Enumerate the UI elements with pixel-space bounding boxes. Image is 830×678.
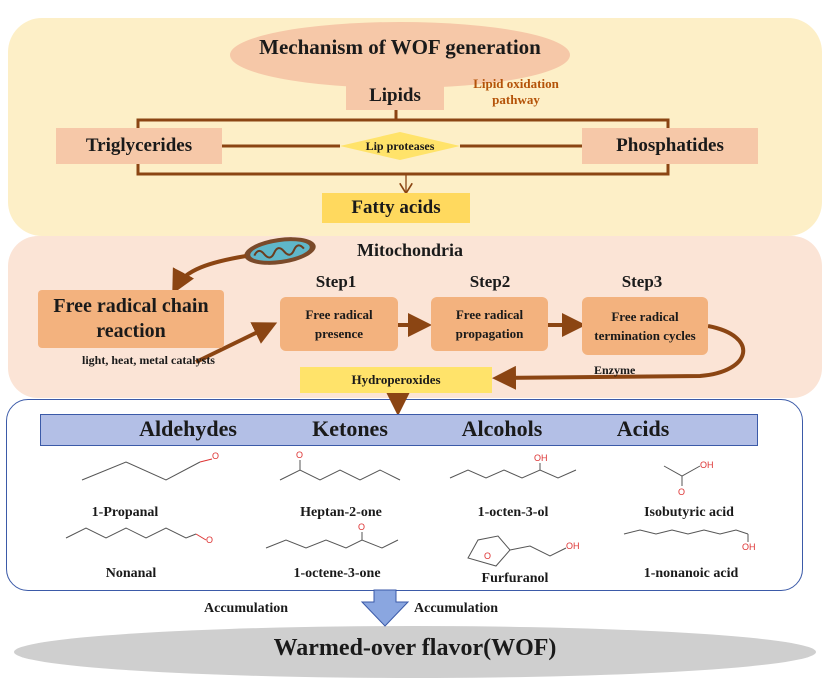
accumulation-label-left: Accumulation — [204, 601, 288, 616]
atom-oh-isobutyric: OH — [700, 460, 714, 470]
structure-1-propanal — [81, 461, 201, 481]
structure-isobutyric-acid — [663, 465, 701, 477]
class-ketones: Ketones — [312, 416, 388, 441]
compound-heptan-2-one: Heptan-2-one — [300, 505, 382, 520]
compound-nonanal: Nonanal — [105, 566, 157, 581]
class-acids: Acids — [616, 416, 670, 441]
atom-oh-furfuranol: OH — [566, 541, 580, 551]
chemical-structures — [65, 458, 749, 567]
mitochondria-label: Mitochondria — [357, 240, 463, 260]
wof-label: Warmed-over flavor(WOF) — [273, 634, 557, 661]
mitochondrion-icon — [244, 237, 316, 265]
compound-isobutyric-acid: Isobutyric acid — [644, 505, 734, 520]
structure-1-octene-3-one — [265, 539, 399, 549]
atom-oh-nonanoic: OH — [742, 542, 756, 552]
class-alcohols: Alcohols — [461, 416, 543, 441]
compound-1-octene-3-one: 1-octene-3-one — [293, 566, 381, 581]
conditions-to-step1-arrow — [195, 322, 278, 364]
fatty-acids-box: Fatty acids — [322, 193, 470, 223]
step2-box: Free radical propagation — [431, 297, 548, 351]
structure-furfuranol — [467, 535, 511, 567]
atom-oh-octenol: OH — [534, 453, 548, 463]
atom-o-isobutyric: O — [678, 487, 686, 497]
down-arrow-icon — [360, 589, 410, 627]
compound-class-bar — [40, 414, 758, 446]
phosphatides-box: Phosphatides — [582, 128, 758, 164]
accumulation-label-right: Accumulation — [414, 601, 498, 616]
step1-label: Step1 — [315, 272, 357, 291]
free-radical-chain-box: Free radical chain reaction — [38, 290, 224, 348]
compound-1-nonanoic-acid: 1-nonanoic acid — [643, 566, 739, 581]
wof-ellipse — [14, 626, 816, 678]
structure-nonanal — [65, 527, 197, 539]
step1-box: Free radical presence — [280, 297, 398, 351]
atom-o-nonanal: O — [206, 535, 214, 545]
enzyme-label: Enzyme — [594, 363, 636, 377]
hydroperoxides-box: Hydroperoxides — [300, 367, 492, 393]
title-oval — [230, 22, 570, 88]
mito-to-chain-arrow — [172, 254, 247, 295]
conditions-label: light, heat, metal catalysts — [82, 353, 215, 367]
step3-label: Step3 — [621, 272, 663, 291]
step3-to-hydroperoxides-arrow — [492, 324, 745, 390]
structure-heptan-2-one — [279, 469, 401, 481]
class-aldehydes: Aldehydes — [139, 416, 237, 441]
lipids-box: Lipids — [346, 82, 444, 110]
atom-o-octenone: O — [358, 522, 366, 532]
compound-1-octen-3-ol: 1-octen-3-ol — [477, 505, 549, 520]
lipid-oxidation-pathway-label: Lipid oxidation pathway — [473, 76, 559, 107]
diagram-title: Mechanism of WOF generation — [259, 35, 541, 59]
triglycerides-box: Triglycerides — [56, 128, 222, 164]
atom-o-heptanone: O — [296, 450, 304, 460]
step2-label: Step2 — [469, 272, 511, 291]
structure-1-octen-3-ol — [449, 469, 577, 479]
atom-o-propanal: O — [212, 451, 220, 461]
lip-proteases-diamond — [340, 132, 460, 160]
step3-box: Free radical termination cycles — [582, 297, 708, 355]
compound-furfuranol: Furfuranol — [481, 571, 549, 586]
structure-1-nonanoic-acid — [623, 529, 749, 535]
atom-o-furan: O — [484, 551, 492, 561]
compound-1-propanal: 1-Propanal — [91, 505, 159, 520]
lip-proteases-label: Lip proteases — [365, 138, 435, 153]
